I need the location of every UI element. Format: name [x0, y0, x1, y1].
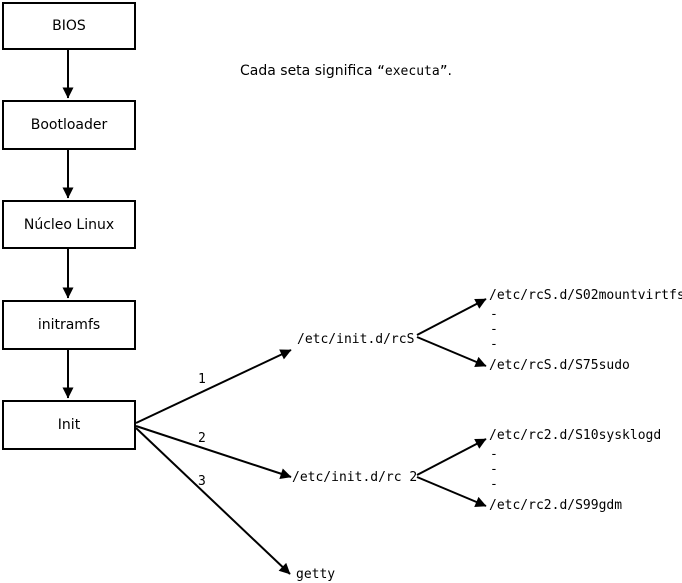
box-init-label: Init — [57, 417, 81, 433]
arrow-rc2-to-last-script — [416, 476, 487, 508]
path-getty: getty — [296, 567, 336, 582]
arrow-rc2-to-first-script — [416, 438, 487, 476]
edge-label-1: 1 — [198, 372, 206, 387]
ellipsis-dash: - — [490, 462, 498, 477]
ellipsis-dash: - — [490, 447, 498, 462]
path-rcS-d-first: /etc/rcS.d/S02mountvirtfs — [489, 288, 682, 303]
edge-label-2: 2 — [198, 431, 206, 446]
box-nucleo-linux: Núcleo Linux — [2, 200, 136, 249]
arrow-rcS-to-last-script — [416, 336, 487, 368]
path-rcS-d-last: /etc/rcS.d/S75sudo — [489, 358, 630, 373]
box-initramfs-label: initramfs — [37, 317, 101, 333]
note-suffix: . — [447, 63, 452, 79]
arrow-init-to-getty — [135, 427, 291, 575]
box-init: Init — [2, 400, 136, 450]
edge-label-3: 3 — [198, 474, 206, 489]
path-init-d-rc2: /etc/init.d/rc 2 — [292, 470, 418, 485]
box-bootloader: Bootloader — [2, 100, 136, 150]
path-init-d-rcS: /etc/init.d/rcS — [297, 332, 415, 347]
note-prefix: Cada seta significa — [240, 63, 378, 79]
arrow-init-to-rcS — [135, 349, 292, 424]
box-nucleo-linux-label: Núcleo Linux — [23, 216, 115, 233]
box-bios-label: BIOS — [52, 18, 86, 34]
path-rc2-d-last: /etc/rc2.d/S99gdm — [489, 498, 623, 513]
box-bootloader-label: Bootloader — [30, 117, 108, 133]
path-rc2-d-first: /etc/rc2.d/S10sysklogd — [489, 428, 662, 443]
ellipsis-dash: - — [490, 322, 498, 337]
ellipsis-dash: - — [490, 477, 498, 492]
box-bios: BIOS — [2, 2, 136, 50]
arrow-rcS-to-first-script — [416, 298, 487, 336]
arrow-init-to-rc2 — [135, 425, 292, 479]
box-initramfs: initramfs — [2, 300, 136, 350]
ellipsis-dash: - — [490, 337, 498, 352]
note-quoted-word: “executa” — [377, 64, 448, 79]
note-legend: Cada seta significa “executa”. — [240, 63, 452, 80]
ellipsis-dash: - — [490, 307, 498, 322]
